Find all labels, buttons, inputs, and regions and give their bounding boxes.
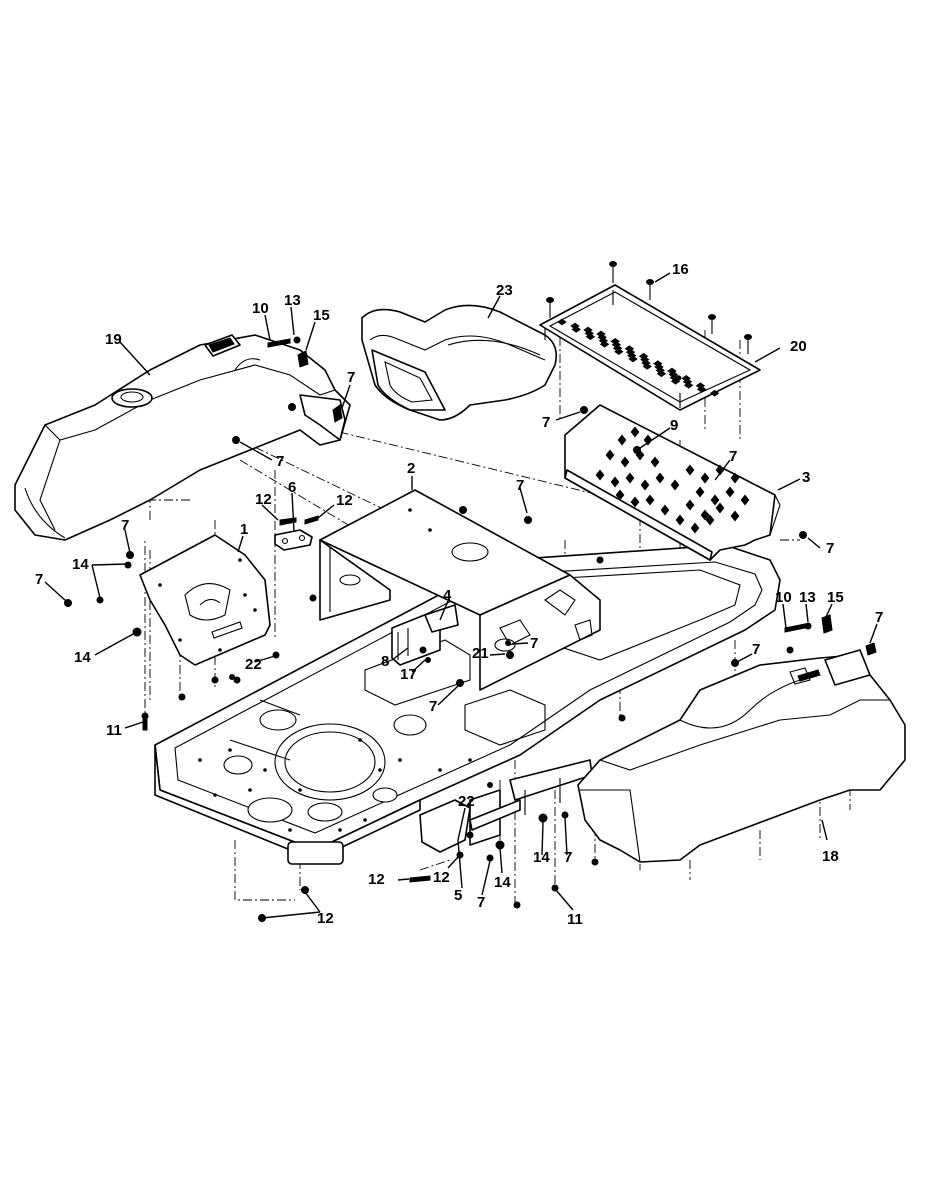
callout-16: 16 [672,261,689,278]
callout-12: 12 [368,871,385,888]
callout-12: 12 [255,491,272,508]
callout-5: 5 [454,887,462,904]
callout-22: 22 [245,656,262,673]
callout-3: 3 [802,469,810,486]
callout-10: 10 [252,300,269,317]
callout-7: 7 [752,641,760,658]
rivet-pins [544,261,752,408]
callout-15: 15 [827,589,844,606]
callout-13: 13 [284,292,301,309]
main-frame [154,544,781,865]
callout-12: 12 [317,910,334,927]
callout-7: 7 [530,635,538,652]
callout-14: 14 [74,649,91,666]
callout-7: 7 [429,698,437,715]
callout-19: 19 [105,331,122,348]
callout-21: 21 [472,645,489,662]
callout-14: 14 [494,874,511,891]
callout-12: 12 [336,492,353,509]
callout-7: 7 [564,849,572,866]
callout-17: 17 [400,666,417,683]
callout-22: 22 [458,793,475,810]
callout-labels: 19 10 13 15 7 7 23 16 20 7 9 7 3 7 2 7 1… [35,261,883,928]
control-tower [319,489,601,691]
callout-11: 11 [567,911,583,928]
left-fender [14,334,351,541]
callout-7: 7 [121,517,129,534]
callout-14: 14 [72,556,89,573]
callout-1: 1 [240,521,248,538]
callout-20: 20 [790,338,807,355]
small-bracket [274,529,313,551]
callout-7: 7 [516,477,524,494]
callout-23: 23 [496,282,513,299]
callout-11: 11 [106,722,122,739]
callout-13: 13 [799,589,816,606]
callout-7: 7 [826,540,834,557]
leader-lines [44,272,878,919]
plate-tread-pattern [595,426,750,534]
foot-plate [564,404,781,561]
floor-mat [539,284,761,411]
front-bracket [419,759,593,853]
callout-10: 10 [775,589,792,606]
callout-18: 18 [822,848,839,865]
callout-7: 7 [875,609,883,626]
callout-7: 7 [542,414,550,431]
callout-12: 12 [433,869,450,886]
callout-7: 7 [729,448,737,465]
left-plate [139,534,271,666]
callout-8: 8 [381,653,389,670]
callout-9: 9 [670,417,678,434]
callout-4: 4 [443,587,452,604]
callout-7: 7 [35,571,43,588]
right-fender [577,649,906,863]
mat-tread-pattern [557,318,720,397]
seat [361,304,558,421]
callout-2: 2 [407,460,415,477]
callout-7: 7 [276,453,284,470]
callout-7: 7 [347,369,355,386]
callout-15: 15 [313,307,330,324]
callout-6: 6 [288,479,296,496]
callout-7: 7 [477,894,485,911]
callout-14: 14 [533,849,550,866]
